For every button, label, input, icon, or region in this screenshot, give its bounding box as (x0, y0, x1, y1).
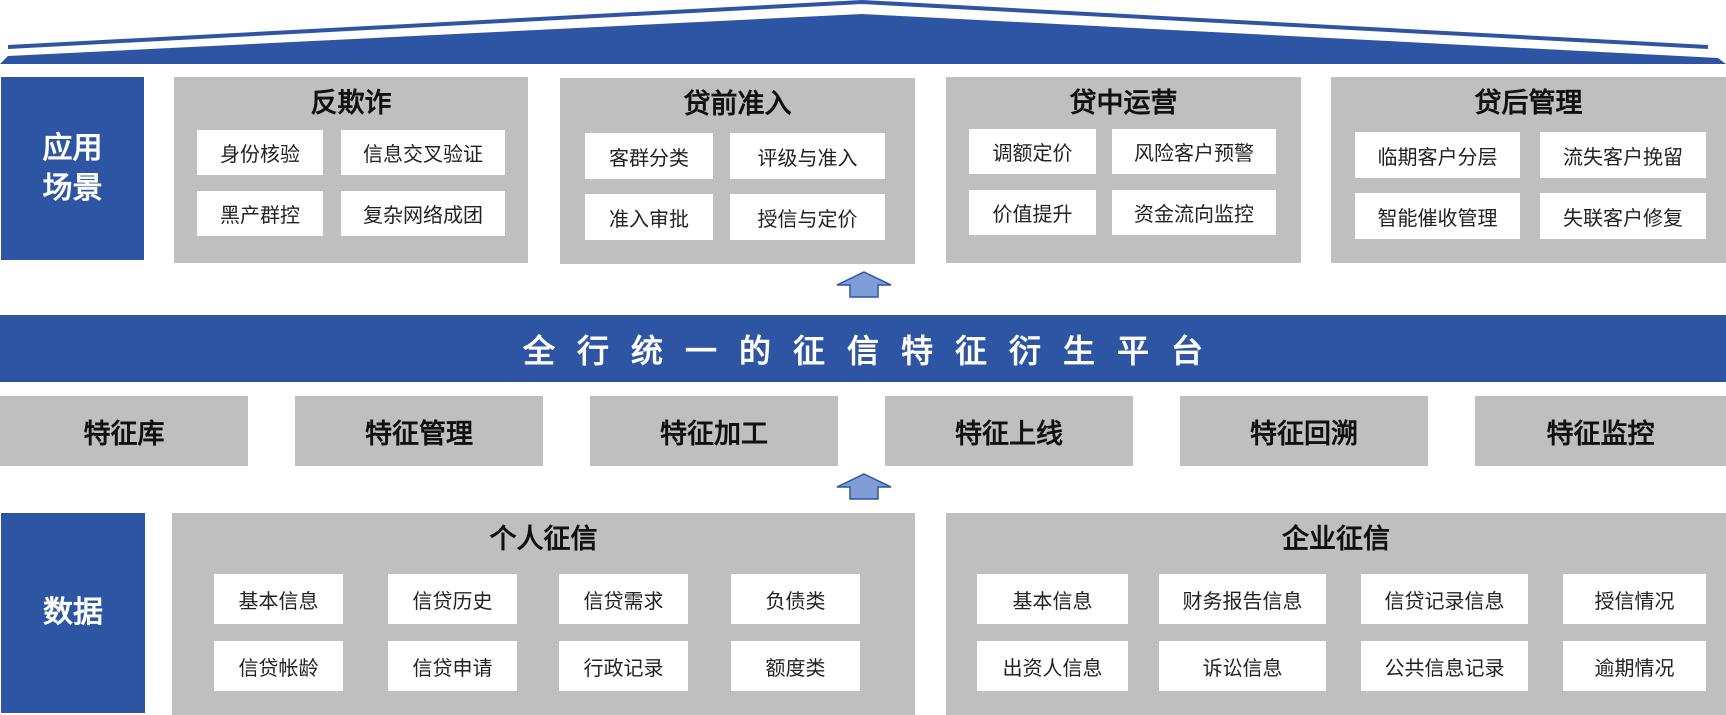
scenario-item: 资金流向监控 (1112, 190, 1276, 235)
scenario-item: 准入审批 (585, 194, 713, 240)
scenario-item: 调额定价 (969, 129, 1096, 174)
scenario-item: 信息交叉验证 (341, 130, 505, 175)
panel-title: 贷后管理 (1474, 88, 1583, 119)
data-item: 信贷申请 (388, 641, 517, 691)
data-item: 信贷帐龄 (214, 641, 343, 691)
data-layer-label: 数据 (1, 513, 145, 713)
feature-processing: 特征加工 (590, 396, 838, 466)
panel-title: 企业征信 (1282, 524, 1390, 555)
data-item: 基本信息 (214, 574, 343, 624)
data-item: 诉讼信息 (1159, 641, 1326, 691)
scenario-item: 价值提升 (969, 190, 1096, 235)
scenario-item: 评级与准入 (730, 133, 885, 179)
scenario-item: 智能催收管理 (1355, 193, 1520, 239)
scenario-panel-in-loan: 贷中运营 调额定价 风险客户预警 价值提升 资金流向监控 (946, 77, 1301, 263)
up-arrow-icon (836, 473, 892, 500)
data-item: 信贷需求 (559, 574, 688, 624)
personal-credit-panel: 个人征信 基本信息 信贷历史 信贷需求 负债类 信贷帐龄 信贷申请 行政记录 额… (172, 513, 915, 715)
up-arrow-icon (836, 271, 892, 298)
scenario-item: 复杂网络成团 (341, 191, 505, 236)
data-item: 负债类 (731, 574, 860, 624)
scenario-item: 流失客户挽留 (1540, 132, 1706, 178)
panel-title: 反欺诈 (310, 88, 392, 119)
scenario-item: 授信与定价 (730, 194, 885, 240)
platform-bar: 全行统一的征信特征衍生平台 (0, 315, 1726, 382)
data-item: 逾期情况 (1563, 641, 1706, 691)
data-item: 信贷记录信息 (1361, 574, 1528, 624)
platform-title: 全行统一的征信特征衍生平台 (522, 331, 1225, 370)
feature-management: 特征管理 (295, 396, 543, 466)
data-item: 额度类 (731, 641, 860, 691)
data-item: 信贷历史 (388, 574, 517, 624)
scenario-layer-label-text: 应用场景 (42, 130, 103, 206)
feature-library: 特征库 (0, 396, 248, 466)
panel-title: 贷前准入 (683, 89, 792, 120)
panel-title: 贷中运营 (1069, 88, 1178, 119)
scenario-panel-anti-fraud: 反欺诈 身份核验 信息交叉验证 黑产群控 复杂网络成团 (174, 77, 528, 263)
data-item: 行政记录 (559, 641, 688, 691)
scenario-item: 黑产群控 (197, 191, 323, 236)
feature-deployment: 特征上线 (885, 396, 1133, 466)
scenario-layer-label: 应用场景 (1, 77, 144, 260)
scenario-item: 风险客户预警 (1112, 129, 1276, 174)
roof-graphic (0, 0, 1726, 64)
data-item: 基本信息 (977, 574, 1128, 624)
scenario-panel-post-loan: 贷后管理 临期客户分层 流失客户挽留 智能催收管理 失联客户修复 (1331, 77, 1726, 263)
enterprise-credit-panel: 企业征信 基本信息 财务报告信息 信贷记录信息 授信情况 出资人信息 诉讼信息 … (946, 513, 1726, 715)
scenario-panel-pre-loan: 贷前准入 客群分类 评级与准入 准入审批 授信与定价 (560, 78, 915, 264)
feature-backtracking: 特征回溯 (1180, 396, 1428, 466)
scenario-item: 失联客户修复 (1540, 193, 1706, 239)
scenario-item: 客群分类 (585, 133, 713, 179)
scenario-item: 身份核验 (197, 130, 323, 175)
scenario-item: 临期客户分层 (1355, 132, 1520, 178)
data-item: 公共信息记录 (1361, 641, 1528, 691)
data-item: 财务报告信息 (1159, 574, 1326, 624)
data-item: 出资人信息 (977, 641, 1128, 691)
data-item: 授信情况 (1563, 574, 1706, 624)
feature-monitoring: 特征监控 (1475, 396, 1726, 466)
data-layer-label-text: 数据 (43, 595, 103, 630)
panel-title: 个人征信 (489, 524, 598, 555)
